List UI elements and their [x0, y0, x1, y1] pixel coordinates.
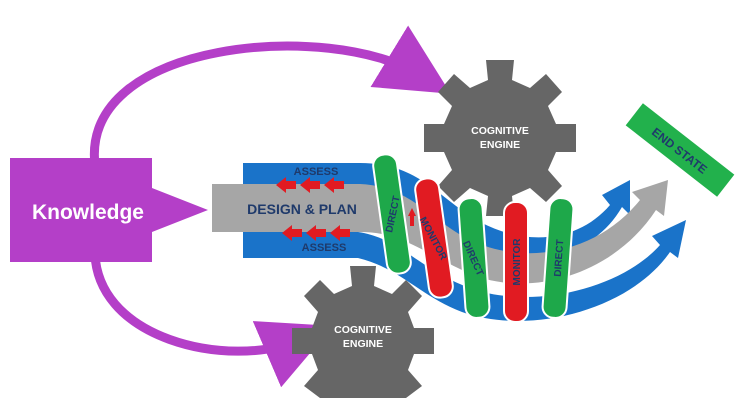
- assess-arrows-top: [276, 177, 344, 193]
- design-plan-label: DESIGN & PLAN: [247, 201, 357, 217]
- gear-bottom-line1: COGNITIVE: [334, 324, 392, 336]
- lower-blue-tube: [243, 220, 686, 321]
- assess-top-label: ASSESS: [294, 166, 339, 178]
- band-monitor-2-label: MONITOR: [512, 238, 523, 286]
- band-direct-2: DIRECT: [457, 197, 491, 319]
- end-state-banner: END STATE: [625, 103, 735, 197]
- band-direct-1: DIRECT: [372, 153, 412, 275]
- gear-top-line1: COGNITIVE: [471, 125, 529, 137]
- band-direct-3: DIRECT: [541, 197, 575, 319]
- cognitive-engine-bottom-gear: COGNITIVE ENGINE: [292, 266, 434, 398]
- arrow-to-top-gear: [90, 25, 451, 166]
- band-direct-3-label: DIRECT: [553, 239, 567, 277]
- gear-bottom-line2: ENGINE: [343, 338, 383, 350]
- arrow-to-bottom-gear: [90, 244, 334, 388]
- assess-arrows-bottom: [282, 225, 350, 241]
- knowledge-arrow: Knowledge: [10, 158, 208, 262]
- assess-bottom-label: ASSESS: [302, 242, 347, 254]
- cognitive-engine-top-gear: COGNITIVE ENGINE: [424, 60, 576, 216]
- gear-top-line2: ENGINE: [480, 139, 520, 151]
- knowledge-label: Knowledge: [32, 201, 144, 224]
- band-monitor-2: MONITOR: [503, 201, 529, 323]
